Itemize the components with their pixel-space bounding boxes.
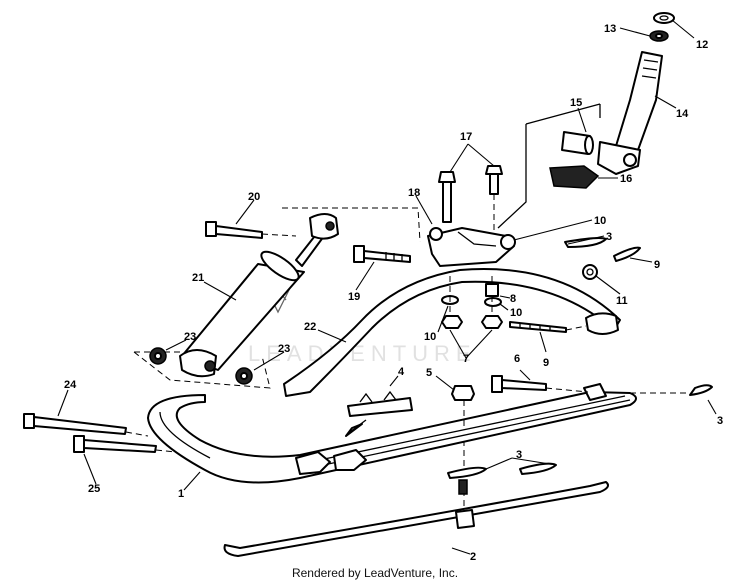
watermark-logo: LEADVENTURE — [248, 279, 477, 366]
callout-23: 23 — [184, 331, 196, 343]
part-9-bolt — [509, 321, 587, 333]
watermark-text: LEADVENTURE — [248, 341, 477, 366]
callout-14: 14 — [676, 108, 689, 120]
part-22-spring — [283, 268, 621, 397]
part-10-washers — [441, 276, 502, 316]
callout-21: 21 — [192, 272, 204, 284]
part-16-block — [549, 165, 600, 189]
part-25-bolt — [73, 435, 177, 453]
callout-3: 3 — [717, 415, 723, 427]
credit-text: Rendered by LeadVenture, Inc. — [291, 566, 459, 580]
part-21-shock — [133, 207, 421, 389]
part-7-nuts — [441, 315, 503, 329]
part-13-washer — [649, 30, 669, 42]
callout-23: 23 — [278, 343, 290, 355]
callout-6: 6 — [514, 353, 520, 365]
callout-5: 5 — [426, 367, 432, 379]
callout-13: 13 — [604, 23, 616, 35]
callout-leaders — [57, 19, 717, 555]
callout-18: 18 — [408, 187, 420, 199]
part-18-bracket — [427, 227, 516, 267]
part-17-bolts — [438, 165, 503, 230]
callout-10: 10 — [424, 331, 436, 343]
part-11-nut — [582, 264, 598, 280]
callout-19: 19 — [348, 291, 360, 303]
part-14-spindle — [597, 51, 663, 175]
callout-11: 11 — [616, 295, 628, 307]
callout-2: 2 — [470, 551, 476, 563]
callout-10: 10 — [594, 215, 606, 227]
part-24-bolt — [23, 413, 149, 437]
callout-7: 7 — [463, 353, 469, 365]
part-12-washer — [653, 12, 675, 24]
part-8-bushing — [485, 283, 499, 297]
callout-9: 9 — [543, 357, 549, 369]
callout-12: 12 — [696, 39, 708, 51]
part-6-bolt — [491, 375, 589, 393]
part-15-bushing — [561, 131, 594, 155]
callout-8: 8 — [510, 293, 516, 305]
callout-16: 16 — [620, 173, 632, 185]
spindle-box — [497, 103, 601, 229]
callout-15: 15 — [570, 97, 582, 109]
callout-24: 24 — [64, 379, 77, 391]
callout-3: 3 — [516, 449, 522, 461]
part-19-bolt — [353, 245, 411, 263]
part-5-nut — [451, 385, 475, 430]
callout-20: 20 — [248, 191, 260, 203]
part-23-bushings — [149, 347, 253, 385]
callout-10: 10 — [510, 307, 522, 319]
callout-4: 4 — [398, 366, 405, 378]
part-3-cotter-pins — [447, 237, 713, 479]
callout-1: 1 — [178, 488, 184, 500]
callout-17: 17 — [460, 131, 472, 143]
part-20-bolt — [205, 221, 297, 239]
callout-25: 25 — [88, 483, 100, 495]
callout-3: 3 — [606, 231, 612, 243]
callout-labels: 1 2 3 3 3 4 5 6 7 8 9 9 10 10 10 11 12 1… — [64, 23, 723, 563]
callout-22: 22 — [304, 321, 316, 333]
part-2-wear-bar — [223, 430, 609, 557]
callout-9: 9 — [654, 259, 660, 271]
part-1-ski — [147, 383, 637, 484]
part-4-wedge — [345, 390, 413, 437]
